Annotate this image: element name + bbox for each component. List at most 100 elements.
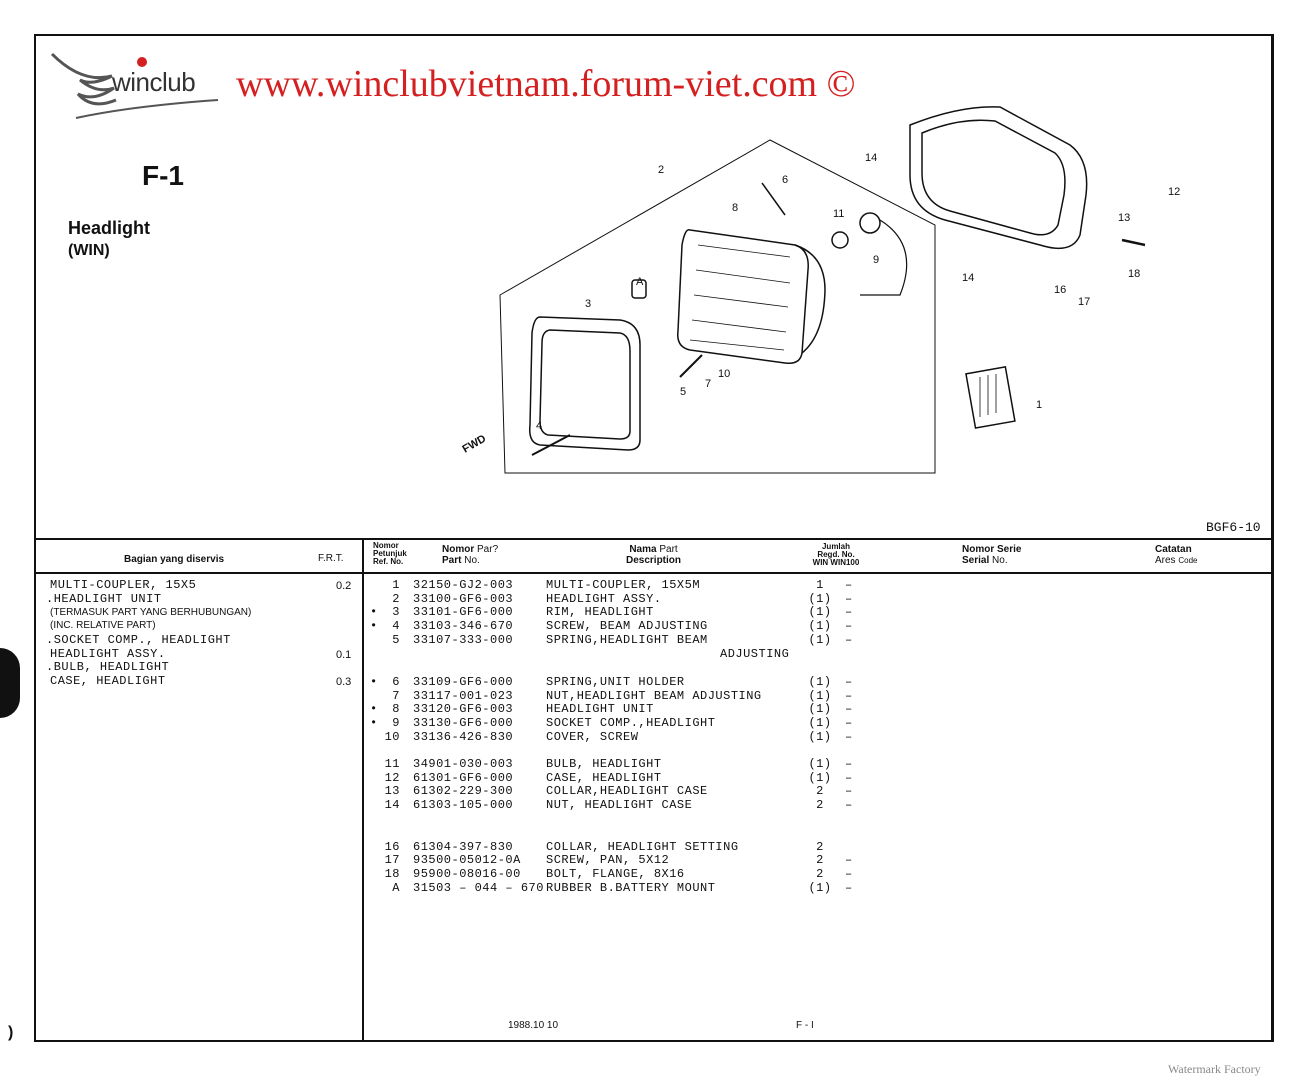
label-a: A (636, 276, 644, 288)
part-description: HEADLIGHT UNIT (546, 702, 654, 716)
quantity: 2 (816, 853, 824, 867)
quantity: (1) (808, 716, 832, 730)
part-number: 33103-346-670 (413, 619, 514, 633)
assembly-outline (499, 139, 936, 474)
quantity: (1) (808, 619, 832, 633)
scan-artifact-mark: ) (8, 1024, 14, 1041)
label-11: 11 (833, 208, 844, 220)
bolt-18 (1121, 238, 1146, 247)
rim-part (528, 316, 641, 451)
col-serial: Nomor Serie Serial No. (962, 544, 1022, 566)
part-description: COVER, SCREW (546, 730, 639, 744)
part-description: RUBBER B.BATTERY MOUNT (546, 881, 716, 895)
service-item: .HEADLIGHT UNIT (46, 592, 162, 606)
label-7: 7 (705, 378, 711, 390)
page-number: F - I (796, 1020, 814, 1031)
label-9: 9 (873, 254, 879, 266)
quantity: (1) (808, 633, 832, 647)
quantity: 2 (816, 840, 824, 854)
part-description: BULB, HEADLIGHT (546, 757, 662, 771)
row-mark: • (370, 605, 378, 619)
part-description: SPRING,UNIT HOLDER (546, 675, 685, 689)
quantity-100: – (845, 757, 853, 771)
label-1: 1 (1036, 399, 1042, 411)
part-description: BOLT, FLANGE, 8X16 (546, 867, 685, 881)
part-description: SCREW, PAN, 5X12 (546, 853, 670, 867)
diagram-code: BGF6-10 (1206, 520, 1261, 535)
part-number: 33101-GF6-000 (413, 605, 514, 619)
quantity: (1) (808, 771, 832, 785)
ref-number: 12 (384, 771, 400, 785)
part-number: 34901-030-003 (413, 757, 514, 771)
ref-number: 8 (392, 702, 400, 716)
ref-number: A (392, 881, 400, 895)
quantity: (1) (808, 730, 832, 744)
service-item: CASE, HEADLIGHT (50, 674, 166, 688)
quantity-100: – (845, 771, 853, 785)
spring-6 (761, 182, 786, 216)
part-description: NUT,HEADLIGHT BEAM ADJUSTING (546, 689, 762, 703)
part-description: NUT, HEADLIGHT CASE (546, 798, 693, 812)
quantity: (1) (808, 757, 832, 771)
part-description: COLLAR,HEADLIGHT CASE (546, 784, 708, 798)
quantity-100: – (845, 578, 853, 592)
socket-part (859, 212, 881, 234)
quantity-100: – (845, 853, 853, 867)
row-mark: • (370, 675, 378, 689)
part-description: ADJUSTING (720, 647, 790, 661)
label-8: 8 (732, 202, 738, 214)
label-5: 5 (680, 386, 686, 398)
page-subtitle: (WIN) (68, 242, 110, 259)
screw-5 (679, 354, 703, 378)
label-12: 12 (1168, 186, 1180, 198)
service-item: .BULB, HEADLIGHT (46, 660, 170, 674)
screw-4 (531, 434, 571, 456)
quantity-100: – (845, 798, 853, 812)
row-mark: • (370, 716, 378, 730)
quantity: (1) (808, 689, 832, 703)
col-bagian: Bagian yang diservis (124, 554, 225, 565)
part-number: 33117-001-023 (413, 689, 514, 703)
service-item: HEADLIGHT ASSY. (50, 647, 166, 661)
part-number: 33109-GF6-000 (413, 675, 514, 689)
quantity: (1) (808, 605, 832, 619)
ref-number: 3 (392, 605, 400, 619)
label-16: 16 (1054, 284, 1066, 296)
bulb-part (831, 231, 849, 249)
quantity: 2 (816, 784, 824, 798)
quantity-100: – (845, 675, 853, 689)
part-number: 61303-105-000 (413, 798, 514, 812)
service-item: MULTI-COUPLER, 15X5 (50, 578, 197, 592)
ref-number: 6 (392, 675, 400, 689)
part-description: SCREW, BEAM ADJUSTING (546, 619, 708, 633)
ref-number: 9 (392, 716, 400, 730)
part-number: 61304-397-830 (413, 840, 514, 854)
multi-coupler-part (965, 366, 1016, 429)
quantity-100: – (845, 730, 853, 744)
watermark: Watermark Factory (1168, 1062, 1261, 1076)
headlight-unit-part (677, 229, 826, 365)
rubber-a (631, 279, 647, 299)
quantity-100: – (845, 784, 853, 798)
ref-number: 5 (392, 633, 400, 647)
part-description: CASE, HEADLIGHT (546, 771, 662, 785)
col-notes: Catatan Ares Code (1155, 544, 1198, 566)
quantity: (1) (808, 881, 832, 895)
table-top-line (34, 538, 1274, 540)
ref-number: 14 (384, 798, 400, 812)
part-number: 31503 – 044 – 670 (413, 881, 544, 895)
label-6: 6 (782, 174, 788, 186)
part-number: 33107-333-000 (413, 633, 514, 647)
service-item: (TERMASUK PART YANG BERHUBUNGAN) (50, 607, 252, 618)
quantity-100: – (845, 605, 853, 619)
label-14: 14 (865, 152, 877, 164)
logo-dot-icon (137, 57, 147, 67)
quantity: (1) (808, 675, 832, 689)
label-4: 4 (536, 420, 542, 432)
table-header-line (34, 572, 1274, 574)
part-description: RIM, HEADLIGHT (546, 605, 654, 619)
ref-number: 11 (384, 757, 400, 771)
part-description: SPRING,HEADLIGHT BEAM (546, 633, 708, 647)
part-number: 33120-GF6-003 (413, 702, 514, 716)
ref-number: 2 (392, 592, 400, 606)
